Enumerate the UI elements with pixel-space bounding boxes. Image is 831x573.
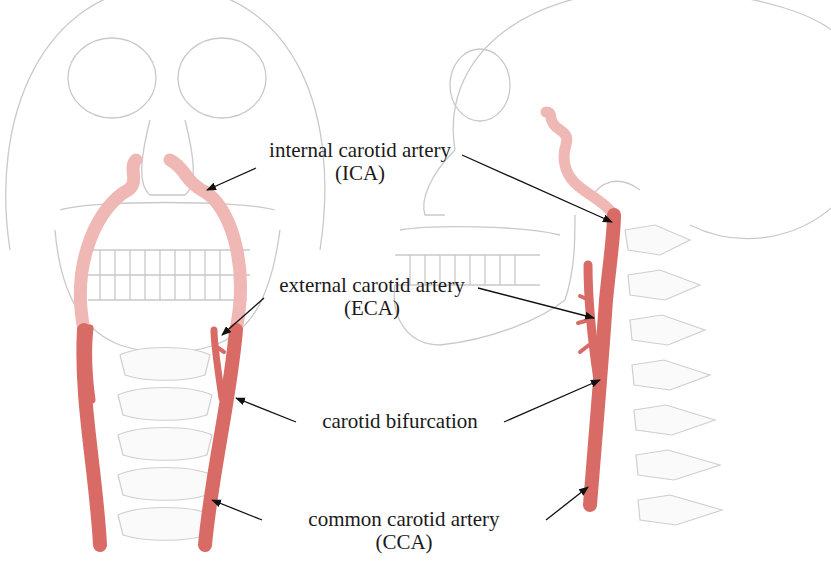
leader-lines-part (212, 500, 262, 520)
lateral-skull-part (400, 227, 560, 235)
anatomy-label: carotid bifurcation (322, 410, 478, 433)
front-skull-part (60, 203, 275, 211)
lateral-arteries-part (578, 296, 589, 352)
lateral-arteries-part (588, 265, 598, 380)
leader-lines-part (546, 487, 588, 520)
front-arteries (80, 160, 240, 545)
lateral-skull-part (690, 200, 831, 239)
lateral-vertebrae-part (632, 360, 710, 390)
lateral-vertebrae (625, 225, 722, 525)
front-skull-part (85, 250, 250, 300)
front-skull-part (100, 250, 235, 300)
leader-lines-part (207, 168, 256, 190)
front-skull-part (68, 38, 156, 118)
leader-lines-part (462, 155, 612, 222)
front-skull (6, 0, 325, 353)
lateral-skull-part (453, 0, 831, 150)
lateral-vertebrae-part (628, 270, 700, 300)
front-vertebrae-part (118, 508, 212, 541)
front-vertebrae-part (118, 468, 212, 501)
leader-lines-part (236, 398, 296, 422)
anatomy-label: common carotid artery (CCA) (293, 508, 515, 554)
leader-lines (207, 155, 612, 520)
lateral-arteries-part (546, 112, 614, 215)
leader-lines-part (504, 380, 600, 422)
front-arteries-part (170, 160, 240, 330)
front-skull-part (6, 0, 325, 250)
front-vertebrae (118, 348, 212, 541)
front-arteries-part (214, 330, 222, 398)
front-skull-part (178, 38, 266, 118)
lateral-vertebrae-part (636, 450, 720, 480)
leader-lines-part (478, 288, 594, 318)
lateral-skull-part (450, 49, 510, 121)
lateral-vertebrae-part (634, 405, 715, 435)
front-arteries-part (205, 330, 236, 545)
anatomy-label: internal carotid artery (ICA) (249, 139, 471, 185)
lateral-vertebrae-part (625, 225, 690, 255)
leader-lines-part (222, 298, 264, 335)
front-arteries-part (80, 160, 136, 330)
lateral-vertebrae-part (638, 495, 722, 525)
front-vertebrae-part (120, 348, 210, 381)
front-arteries-part (89, 328, 92, 400)
front-vertebrae-part (118, 428, 212, 461)
front-vertebrae-part (118, 388, 212, 421)
anatomy-label: external carotid artery (ECA) (261, 274, 483, 320)
lateral-vertebrae-part (630, 315, 705, 345)
front-arteries-part (80, 345, 224, 352)
